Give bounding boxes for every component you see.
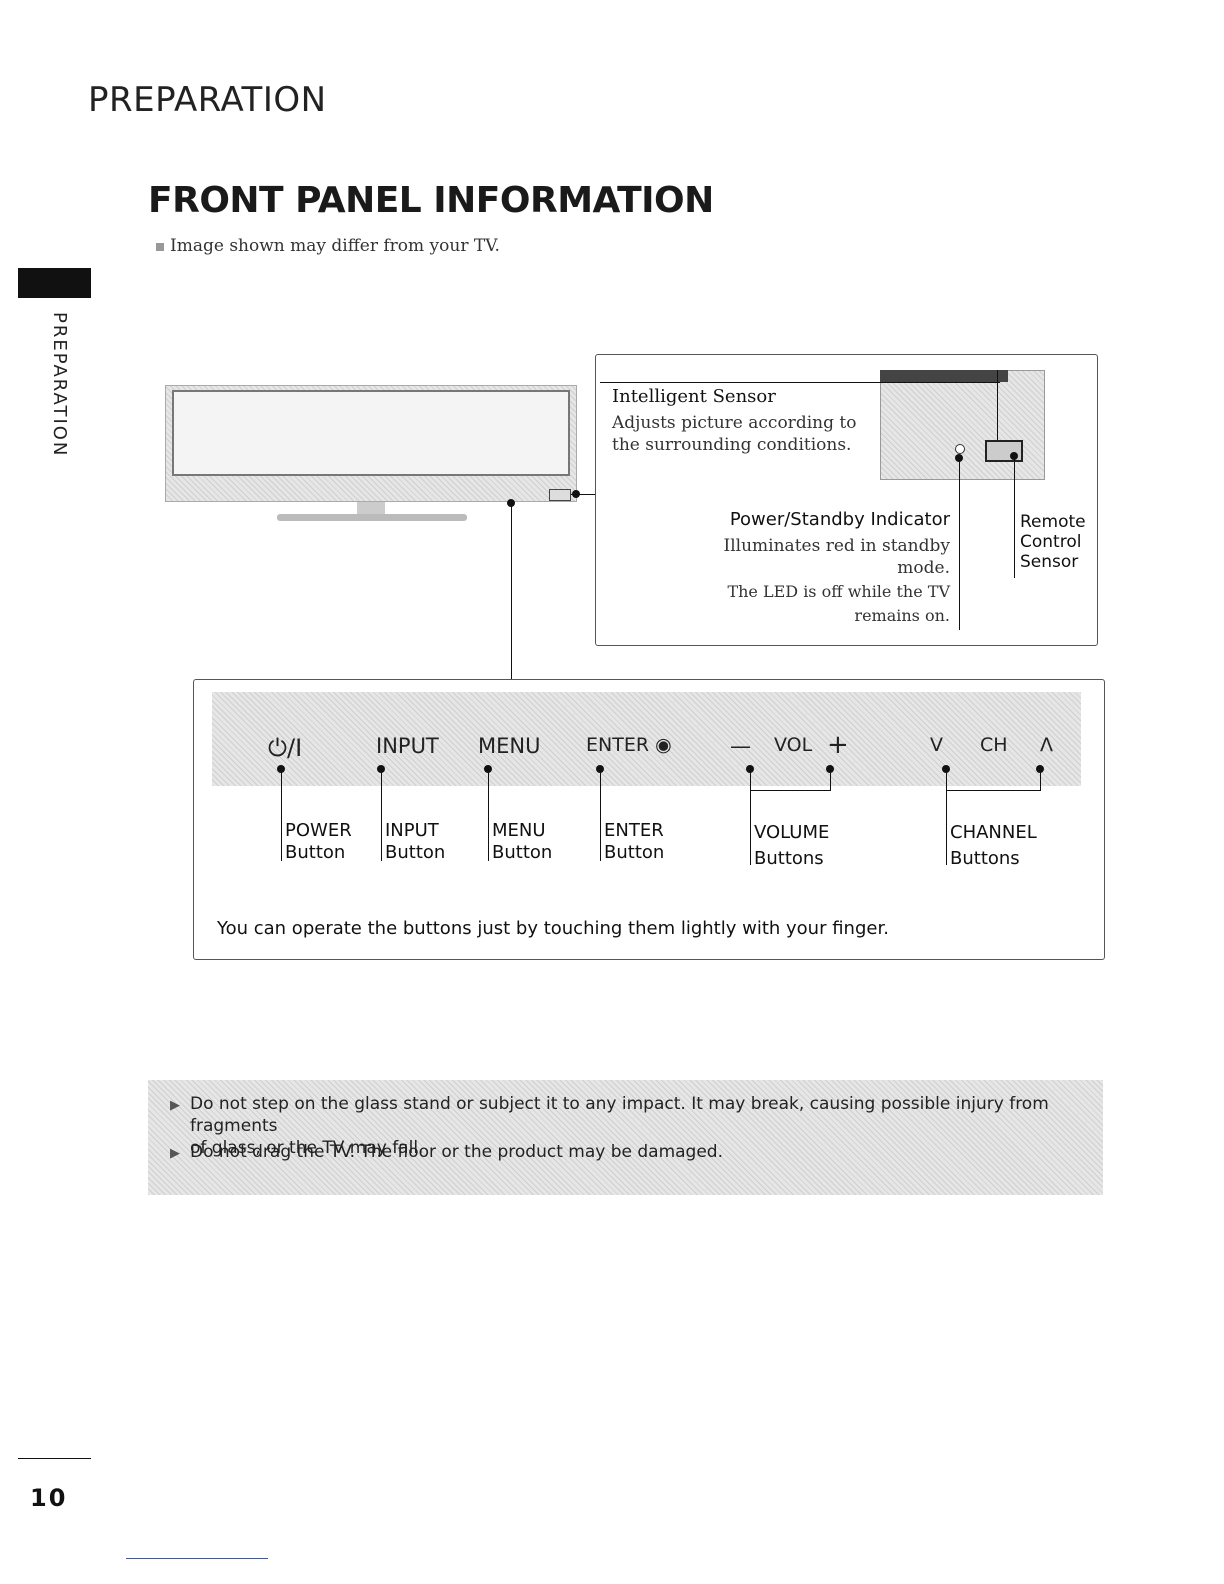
- button-label-line: POWER: [285, 820, 352, 841]
- image-note: Image shown may differ from your TV.: [156, 236, 500, 256]
- power-led-icon: [955, 444, 965, 454]
- intelligent-sensor-desc-line: the surrounding conditions.: [612, 435, 852, 455]
- warning-arrow-icon: ▶: [170, 1146, 180, 1161]
- remote-sensor-label: Remote Control Sensor: [1020, 512, 1096, 572]
- button-label-line: Buttons: [950, 848, 1020, 869]
- leader-dot: [572, 490, 580, 498]
- footer-rule: [18, 1458, 91, 1459]
- power-indicator-leader: [959, 458, 960, 630]
- intelligent-sensor-desc-line: Adjusts picture according to: [612, 413, 857, 433]
- intelligent-sensor-desc: Adjusts picture according to the surroun…: [612, 412, 872, 456]
- power-indicator-note-line: The LED is off while the TV: [727, 582, 950, 601]
- power-indicator-desc: Illuminates red in standby mode.: [690, 535, 950, 579]
- enter-leader: [600, 769, 601, 861]
- intelligent-sensor-leader: [600, 382, 1000, 383]
- remote-sensor-label-line: Sensor: [1020, 552, 1079, 572]
- button-panel-box: [193, 679, 1105, 960]
- power-leader: [281, 769, 282, 861]
- volume-leader: [750, 769, 751, 865]
- leader-dot: [955, 454, 963, 462]
- button-label-line: ENTER: [604, 820, 664, 841]
- channel-leader: [946, 769, 947, 865]
- operate-note: You can operate the buttons just by touc…: [217, 918, 889, 939]
- menu-button-label: MENU Button: [492, 820, 552, 864]
- intelligent-sensor-leader-vertical: [997, 370, 998, 450]
- sensor-area-drawing: [880, 370, 1045, 480]
- side-tab-marker: [18, 268, 91, 298]
- volume-buttons-label: VOLUME Buttons: [754, 820, 829, 872]
- volume-up-touch-key[interactable]: +: [827, 730, 849, 760]
- enter-touch-key[interactable]: ENTER ◉: [586, 734, 672, 756]
- channel-label: CH: [980, 734, 1008, 756]
- page-number: 10: [30, 1484, 68, 1512]
- remote-sensor-label-line: Remote: [1020, 512, 1086, 532]
- tv-stand-base: [277, 514, 467, 521]
- warning-line: Do not step on the glass stand or subjec…: [190, 1094, 1049, 1136]
- power-indicator-note-line: remains on.: [854, 606, 950, 625]
- warning-item: Do not step on the glass stand or subjec…: [190, 1093, 1080, 1159]
- button-label-line: Button: [604, 842, 665, 863]
- channel-leader-bridge: [946, 790, 1041, 791]
- enter-button-label: ENTER Button: [604, 820, 664, 864]
- leader-line-to-callout: [571, 494, 596, 495]
- channel-leader-right: [1040, 769, 1041, 791]
- power-touch-key[interactable]: ⏻/I: [268, 734, 303, 762]
- channel-down-touch-key[interactable]: V: [930, 734, 943, 756]
- image-note-text: Image shown may differ from your TV.: [170, 236, 500, 256]
- volume-leader-right: [830, 769, 831, 791]
- warning-arrow-icon: ▶: [170, 1098, 180, 1113]
- input-button-label: INPUT Button: [385, 820, 445, 864]
- tv-stand-neck: [357, 502, 385, 516]
- touch-button-strip: [212, 692, 1081, 786]
- input-leader: [381, 769, 382, 861]
- remote-sensor-window: [985, 440, 1023, 462]
- leader-line-to-panel: [511, 503, 512, 679]
- menu-leader: [488, 769, 489, 861]
- menu-touch-key[interactable]: MENU: [478, 734, 541, 758]
- channel-buttons-label: CHANNEL Buttons: [950, 820, 1037, 872]
- remote-sensor-leader: [1014, 456, 1015, 578]
- warning-line: of glass, or the TV may fall.: [190, 1138, 424, 1158]
- power-indicator-desc-line: mode.: [897, 558, 950, 578]
- button-label-line: MENU: [492, 820, 546, 841]
- intelligent-sensor-title: Intelligent Sensor: [612, 386, 776, 407]
- note-bullet-icon: [156, 242, 164, 251]
- button-label-line: Button: [385, 842, 446, 863]
- button-label-line: VOLUME: [754, 822, 830, 843]
- leader-dot: [507, 499, 515, 507]
- warning-line: Do not drag the TV. The floor or the pro…: [190, 1142, 724, 1162]
- volume-down-touch-key[interactable]: —: [730, 734, 751, 758]
- leader-dot: [1010, 452, 1018, 460]
- input-touch-key[interactable]: INPUT: [376, 734, 439, 758]
- power-button-label: POWER Button: [285, 820, 352, 864]
- channel-up-touch-key[interactable]: Λ: [1040, 734, 1053, 756]
- warning-box: [148, 1080, 1103, 1195]
- tv-screen: [172, 390, 570, 476]
- warning-item: Do not drag the TV. The floor or the pro…: [190, 1141, 1080, 1163]
- volume-label: VOL: [774, 734, 813, 756]
- volume-leader-bridge: [750, 790, 831, 791]
- button-label-line: Button: [492, 842, 553, 863]
- section-header: PREPARATION: [88, 80, 327, 120]
- sensor-bezel-bar: [880, 370, 1008, 382]
- power-indicator-note: The LED is off while the TV remains on.: [690, 580, 950, 628]
- side-tab-label: PREPARATION: [49, 312, 70, 458]
- remote-sensor-label-line: Control: [1020, 532, 1082, 552]
- button-label-line: Button: [285, 842, 346, 863]
- bottom-link-underline: [126, 1558, 268, 1559]
- button-label-line: Buttons: [754, 848, 824, 869]
- power-indicator-title: Power/Standby Indicator: [729, 509, 950, 530]
- button-label-line: INPUT: [385, 820, 439, 841]
- tv-sensor-spot: [549, 489, 571, 501]
- button-label-line: CHANNEL: [950, 822, 1037, 843]
- power-indicator-desc-line: Illuminates red in standby: [723, 536, 950, 556]
- page-title: FRONT PANEL INFORMATION: [148, 180, 714, 221]
- sensor-callout-box: [595, 354, 1098, 646]
